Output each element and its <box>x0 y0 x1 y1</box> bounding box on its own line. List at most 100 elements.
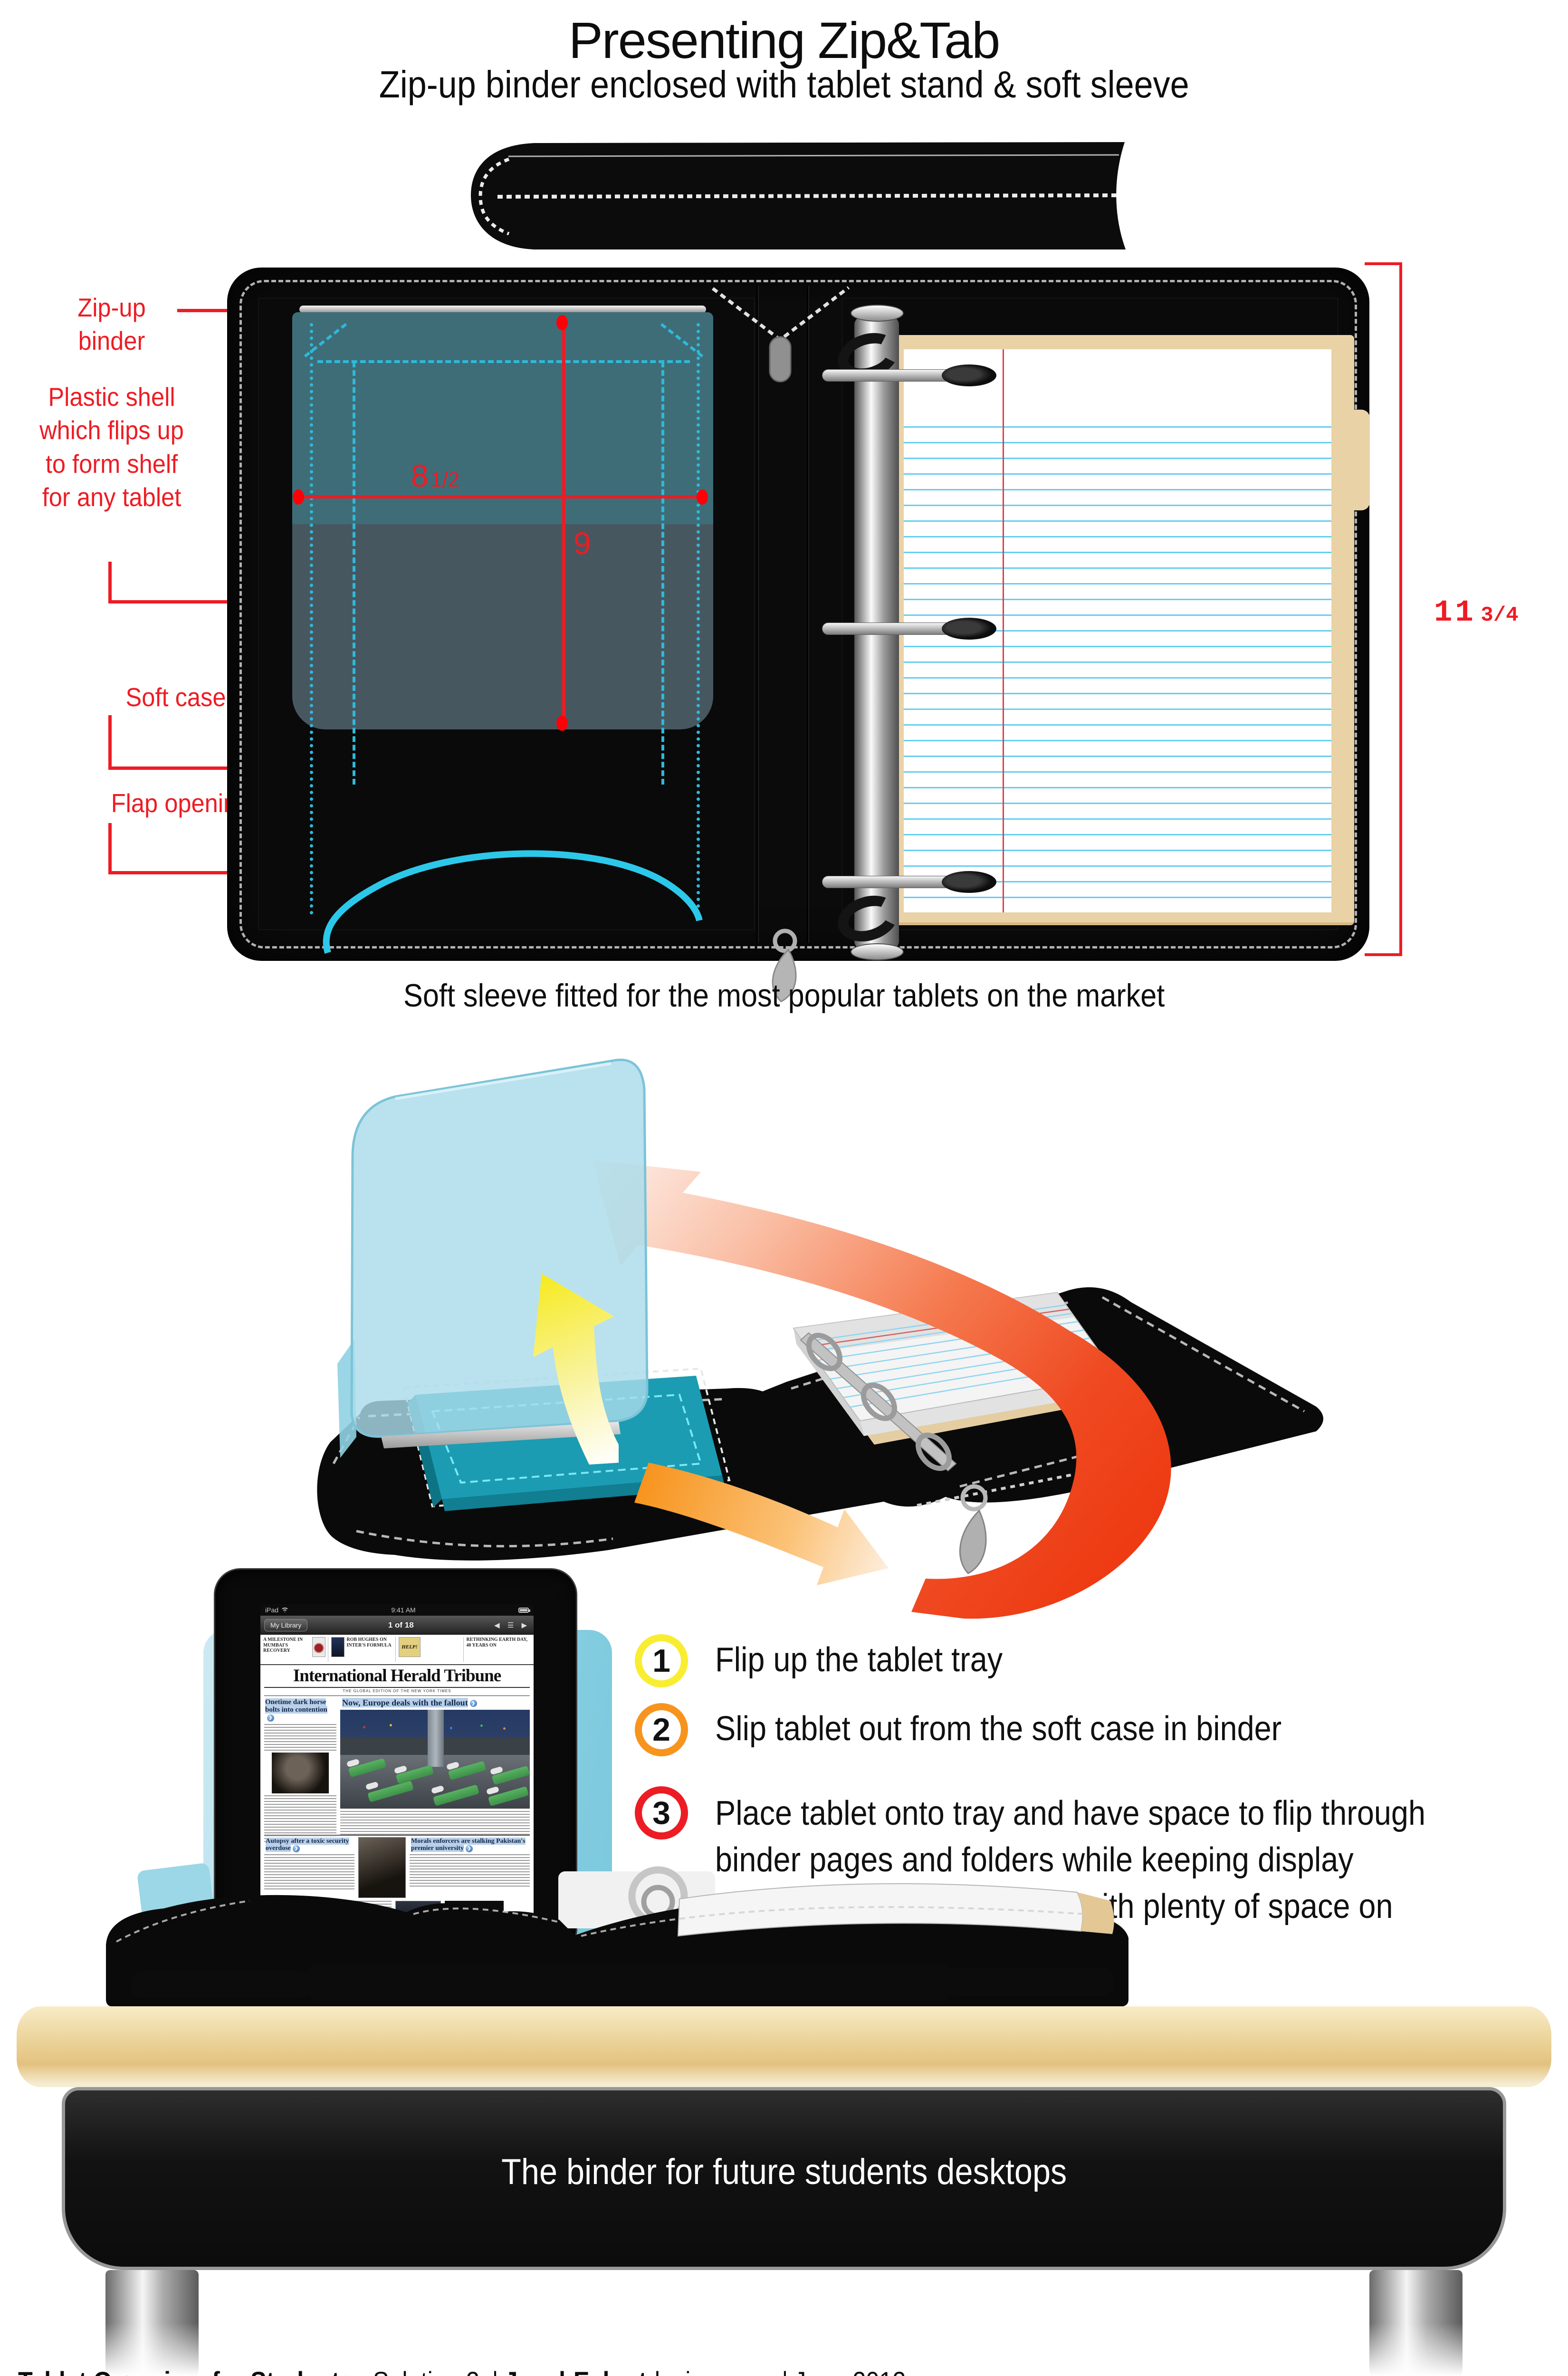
read-more-icon[interactable]: ❯ <box>292 1845 300 1852</box>
step-3-badge: 3 <box>635 1786 688 1839</box>
dim-mid-label: 9 <box>574 526 591 561</box>
ipad-status-bar: iPad 9:41 AM <box>260 1604 534 1616</box>
headline-left[interactable]: Onetime dark horse bolts into contention… <box>264 1698 336 1723</box>
dim-bracket-tick-bottom <box>1365 953 1402 956</box>
footer-brand-rest: design.com <box>647 2366 769 2376</box>
body-text-placeholder <box>264 1724 336 1751</box>
callout-line-soft-v <box>108 715 112 770</box>
status-time: 9:41 AM <box>391 1606 416 1614</box>
page-indicator: 1 of 18 <box>388 1620 414 1629</box>
spine-seam-left <box>756 286 758 943</box>
footer-date: June 2012 <box>794 2366 906 2376</box>
label-zip-up-binder: Zip-up binder <box>77 293 146 356</box>
left-column: Onetime dark horse bolts into contention… <box>264 1698 336 1843</box>
plastic-shell <box>292 312 713 729</box>
page-nav-icons[interactable]: ◀ ☰ ▶ <box>494 1621 530 1629</box>
headline-bottom-left[interactable]: Autopsy after a toxic security overdose❯ <box>266 1837 349 1852</box>
top-zipper <box>711 286 850 383</box>
my-library-button[interactable]: My Library <box>264 1619 308 1631</box>
dim-line-height <box>562 321 565 721</box>
front-page-main: Onetime dark horse bolts into contention… <box>260 1696 534 1843</box>
reader-nav-bar: My Library 1 of 18 ◀ ☰ ▶ <box>260 1616 534 1635</box>
desk-leg-right <box>1367 2270 1464 2376</box>
red-arrow <box>592 1160 1171 1619</box>
newspaper-masthead: International Herald Tribune THE GLOBAL … <box>260 1665 534 1696</box>
zipper-teeth-line <box>497 193 1119 199</box>
plastic-shell-lower <box>292 524 713 729</box>
footer-solution: Solution 2 <box>373 2366 479 2376</box>
binder-front-edge <box>306 1964 953 2002</box>
step-1-text: Flip up the tablet tray <box>715 1641 1003 1679</box>
body-text-placeholder <box>264 1854 354 1891</box>
dim-dot <box>293 489 304 505</box>
wifi-icon <box>281 1607 289 1613</box>
ring-prong-tip-3 <box>942 871 996 893</box>
label-plastic-shell: Plastic shell which flips up to form she… <box>39 382 184 512</box>
open-binder-diagram: 8 1/2 9 <box>228 268 1370 1003</box>
paper-margin-line <box>1003 349 1004 912</box>
sleeve-inner-right <box>661 362 664 785</box>
zipper-pull-3d <box>959 1484 988 1574</box>
masthead-tagline: THE GLOBAL EDITION OF THE NEW YORK TIMES <box>343 1688 451 1693</box>
step-1-badge: 1 <box>635 1634 688 1687</box>
flap-fold-line <box>317 360 690 363</box>
desk-front-panel: The binder for future students desktops <box>62 2087 1506 2270</box>
ring-prong-tip-2 <box>942 618 996 640</box>
spine-seam-right <box>807 286 808 943</box>
headline-bottom-right[interactable]: Morals enforcers are stalking Pakistan's… <box>411 1837 526 1852</box>
paper-rule-lines <box>904 412 1331 908</box>
status-carrier: iPad <box>265 1606 279 1614</box>
flap-opening-arc <box>323 850 703 954</box>
desk-leg-left <box>104 2270 201 2376</box>
dim-width-label: 8 1/2 <box>411 458 460 493</box>
callout-line-flap-v <box>108 823 112 874</box>
closed-binder-illustration <box>471 142 1126 249</box>
footer-credit: Tablet Organizer for Students Solution 2… <box>18 2366 1004 2376</box>
right-page-stack <box>677 1883 1083 1937</box>
dim-dot <box>697 489 708 505</box>
manila-edge <box>1077 1892 1114 1934</box>
dim-dot <box>556 716 568 731</box>
bottom-left-story: Autopsy after a toxic security overdose❯ <box>264 1837 354 1898</box>
body-text-placeholder <box>340 1811 530 1836</box>
read-more-icon[interactable]: ❯ <box>469 1700 477 1707</box>
ring-bar-3d <box>800 1332 957 1472</box>
callout-line-shell-v <box>108 562 112 604</box>
binder-stitching <box>239 280 1357 948</box>
ring-prong-tip-1 <box>942 364 996 386</box>
page-subtitle: Zip-up binder enclosed with tablet stand… <box>379 63 1189 105</box>
sleeve-caption: Soft sleeve fitted for the most popular … <box>403 977 1165 1014</box>
plastic-shell-upper <box>292 312 713 524</box>
body-text-placeholder <box>410 1854 530 1887</box>
desk-surface <box>17 2006 1551 2087</box>
step-2-text: Slip tablet out from the soft case in bi… <box>715 1710 1282 1748</box>
teaser-help-art: HELP! <box>399 1637 421 1657</box>
manila-folder-tab <box>1347 410 1370 510</box>
headline-main[interactable]: Now, Europe deals with the fallout❯ <box>340 1697 530 1708</box>
zipper-pull-top <box>769 336 792 383</box>
portrait-photo <box>272 1753 329 1794</box>
teaser-item[interactable]: ROB HUGHES ON INTER'S FORMULA <box>331 1637 396 1662</box>
read-more-icon[interactable]: ❯ <box>466 1845 473 1852</box>
read-more-icon[interactable]: ❯ <box>267 1714 274 1722</box>
page-title: Presenting Zip&Tab <box>568 11 1001 69</box>
sleeve-inner-left <box>353 362 355 785</box>
yellow-arrow <box>533 1274 619 1465</box>
lined-paper <box>904 349 1331 912</box>
battery-icon <box>518 1607 530 1613</box>
front-page-teasers: A MILESTONE IN MUMBAI'S RECOVERY ROB HUG… <box>260 1635 534 1665</box>
teaser-item[interactable]: A MILESTONE IN MUMBAI'S RECOVERY <box>263 1637 328 1662</box>
footer-product: Tablet Organizer for Students <box>18 2366 353 2376</box>
desk-caption: The binder for future students desktops <box>501 2152 1067 2192</box>
ring-bar-cap-top <box>851 305 904 322</box>
step-2-badge: 2 <box>635 1703 688 1756</box>
teaser-item[interactable]: HELP! <box>399 1637 464 1662</box>
bottom-zipper-pull <box>772 929 797 1003</box>
main-column: Now, Europe deals with the fallout❯ <box>340 1697 530 1836</box>
teaser-photo-shoe <box>312 1637 325 1657</box>
footer-brand: JacobEckert <box>504 2366 647 2376</box>
teaser-item[interactable]: RETHINKING EARTH DAY, 40 YEARS ON <box>466 1637 528 1648</box>
flip-sequence-illustration <box>317 1058 1324 1619</box>
body-text-placeholder <box>264 1795 336 1843</box>
